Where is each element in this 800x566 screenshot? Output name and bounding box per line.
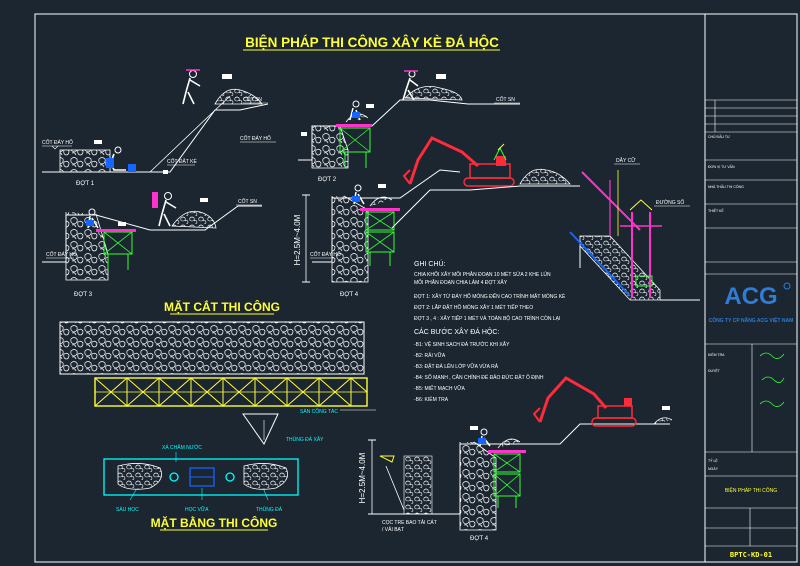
svg-text:CỐT SN: CỐT SN (243, 96, 262, 103)
svg-text:CỐT ĐẶT KÈ: CỐT ĐẶT KÈ (167, 158, 197, 165)
plan-view: XÀ CHÂM NƯỚC SÀU HỌC HỌC VỮA THÙNG ĐÁ (103, 444, 299, 513)
svg-text:/ VẢI BẠT: / VẢI BẠT (382, 526, 404, 533)
svg-text:DUYỆT: DUYỆT (708, 368, 721, 373)
height-dimension-2: H=2.5M~4.0M (358, 452, 367, 503)
svg-text:GHI CHÚ:: GHI CHÚ: (414, 259, 446, 268)
svg-text:CHỦ ĐẦU TƯ: CHỦ ĐẦU TƯ (708, 134, 730, 139)
notes-block: GHI CHÚ: CHIA KHỐI XÂY MỖI PHÂN ĐOẠN 10 … (414, 259, 566, 403)
svg-text:HỌC VỮA: HỌC VỮA (185, 506, 209, 513)
svg-text:DÂY CỮ: DÂY CỮ (616, 157, 636, 164)
svg-text:CỐT ĐÁY HỐ: CỐT ĐÁY HỐ (42, 139, 73, 146)
svg-text:ĐỢT 3 , 4 : XÂY TIẾP 1 MÉT VÀ: ĐỢT 3 , 4 : XÂY TIẾP 1 MÉT VÀ TOÀN BỘ CA… (414, 315, 560, 322)
svg-text:THÙNG ĐÁ: THÙNG ĐÁ (256, 506, 283, 513)
svg-text:NHÀ THẦU THI CÔNG: NHÀ THẦU THI CÔNG (708, 184, 744, 189)
svg-text:SÀN CÔNG TÁC: SÀN CÔNG TÁC (300, 408, 338, 415)
svg-text:CỐT ĐÁY HỐ: CỐT ĐÁY HỐ (240, 135, 271, 142)
step-3-diagram: CỐT ĐÁY HỐ CỐT SN (42, 192, 262, 281)
svg-text:ĐỢT 2: LẮP ĐẶT HỒ MÓNG XÂY 1 M: ĐỢT 2: LẮP ĐẶT HỒ MÓNG XÂY 1 MÉT TIẾP TH… (414, 303, 533, 311)
svg-text:MỖI PHÂN ĐOẠN CHIA LÀM 4 ĐỢT X: MỖI PHÂN ĐOẠN CHIA LÀM 4 ĐỢT XÂY (414, 279, 508, 286)
svg-text:CỐT ĐÁY HỐ: CỐT ĐÁY HỐ (46, 251, 77, 258)
svg-text:KIỂM TRA: KIỂM TRA (708, 352, 725, 357)
drawing-title: BIỆN PHÁP THI CÔNG XÂY KÈ ĐÁ HỘC (245, 35, 499, 50)
svg-text:CỌC TRE BAO TẢI CÁT: CỌC TRE BAO TẢI CÁT (382, 519, 437, 526)
step-1-diagram: CỐT ĐÁY HỐ CỐT ĐẶT KÈ CỐT SN (42, 69, 269, 174)
step-4-bottom-diagram: H=2.5M~4.0M CỌC TRE BAO TẢI CÁT / VẢI BẠ… (358, 376, 673, 533)
step-2-diagram: CỐT ĐÁY HỐ CỐT SN (240, 70, 520, 169)
step-label-2: ĐỢT 2 (318, 177, 337, 183)
title-block: CHỦ ĐẦU TƯ ĐƠN VỊ TƯ VẤN NHÀ THẦU THI CÔ… (704, 13, 798, 563)
svg-text:-B3: ĐẶT ĐÁ LÊN LỚP VỮA VỪA RẢ: -B3: ĐẶT ĐÁ LÊN LỚP VỮA VỪA RẢ (414, 362, 499, 370)
svg-text:CỐT SN: CỐT SN (496, 96, 515, 103)
section-view: SÀN CÔNG TÁC THÙNG ĐÁ XÂY (59, 321, 376, 445)
svg-text:THIẾT KẾ: THIẾT KẾ (708, 208, 724, 213)
svg-text:SÀU HỌC: SÀU HỌC (116, 506, 139, 513)
svg-text:CỐT ĐÁY HỐ: CỐT ĐÁY HỐ (310, 251, 341, 258)
drawing-name: BIỆN PHÁP THI CÔNG (725, 486, 777, 494)
svg-text:THÙNG ĐÁ XÂY: THÙNG ĐÁ XÂY (286, 436, 324, 443)
svg-text:ĐỢT 1: XÂY TỪ ĐÁY HỐ MÓNG ĐẾN: ĐỢT 1: XÂY TỪ ĐÁY HỐ MÓNG ĐẾN CAO TRÌNH … (414, 293, 566, 300)
svg-text:-B5: MIẾT MẠCH VỮA: -B5: MIẾT MẠCH VỮA (414, 385, 466, 392)
svg-text:CỐT SN: CỐT SN (238, 198, 257, 205)
plan-title: MẶT BẰNG THI CÔNG (151, 515, 278, 530)
excavator-crane-diagram: DÂY CỮ ĐƯỜNG SỐ (391, 136, 700, 301)
company-logo: ACG (724, 283, 777, 310)
step-label-1: ĐỢT 1 (76, 181, 95, 187)
svg-text:-B2: RẢI VỮA: -B2: RẢI VỮA (414, 352, 446, 359)
section-title: MẶT CẮT THI CÔNG (164, 299, 280, 314)
drawing-code: BPTC-KD-01 (730, 551, 772, 559)
step-4-diagram: H=2.5M~4.0M CỐT ĐÁY HỐ (293, 169, 461, 283)
svg-text:XÀ CHÂM NƯỚC: XÀ CHÂM NƯỚC (162, 444, 202, 451)
svg-text:NGÀY: NGÀY (708, 467, 719, 471)
svg-text:TỶ LỆ: TỶ LỆ (708, 458, 718, 463)
company-name: CÔNG TY CP NĂNG ACG VIỆT NAM (709, 316, 794, 324)
height-dimension-1: H=2.5M~4.0M (293, 214, 302, 265)
svg-text:-B1: VỆ SINH SẠCH ĐÁ TRƯỚC KHI: -B1: VỆ SINH SẠCH ĐÁ TRƯỚC KHI XÂY (414, 340, 510, 348)
svg-text:CÁC BƯỚC XÂY ĐÁ HỘC:: CÁC BƯỚC XÂY ĐÁ HỘC: (414, 327, 499, 336)
svg-text:-B4: SỐ MẠNH , CÂN CHỈNH ĐỂ ĐẢ: -B4: SỐ MẠNH , CÂN CHỈNH ĐỂ ĐẢO ĐỨC ĐẶT … (414, 374, 544, 381)
svg-text:-B6: KIỂM TRA: -B6: KIỂM TRA (414, 396, 449, 403)
step-label-4-bottom: ĐỢT 4 (470, 536, 489, 542)
svg-text:CHIA KHỐI XÂY MỖI PHÂN ĐOẠN 10: CHIA KHỐI XÂY MỖI PHÂN ĐOẠN 10 MÉT SỬA 2… (414, 271, 551, 278)
step-label-3: ĐỢT 3 (74, 292, 93, 298)
svg-text:ĐƯỜNG SỐ: ĐƯỜNG SỐ (656, 199, 684, 206)
svg-text:ĐƠN VỊ TƯ VẤN: ĐƠN VỊ TƯ VẤN (708, 165, 735, 169)
step-label-4: ĐỢT 4 (340, 292, 359, 298)
